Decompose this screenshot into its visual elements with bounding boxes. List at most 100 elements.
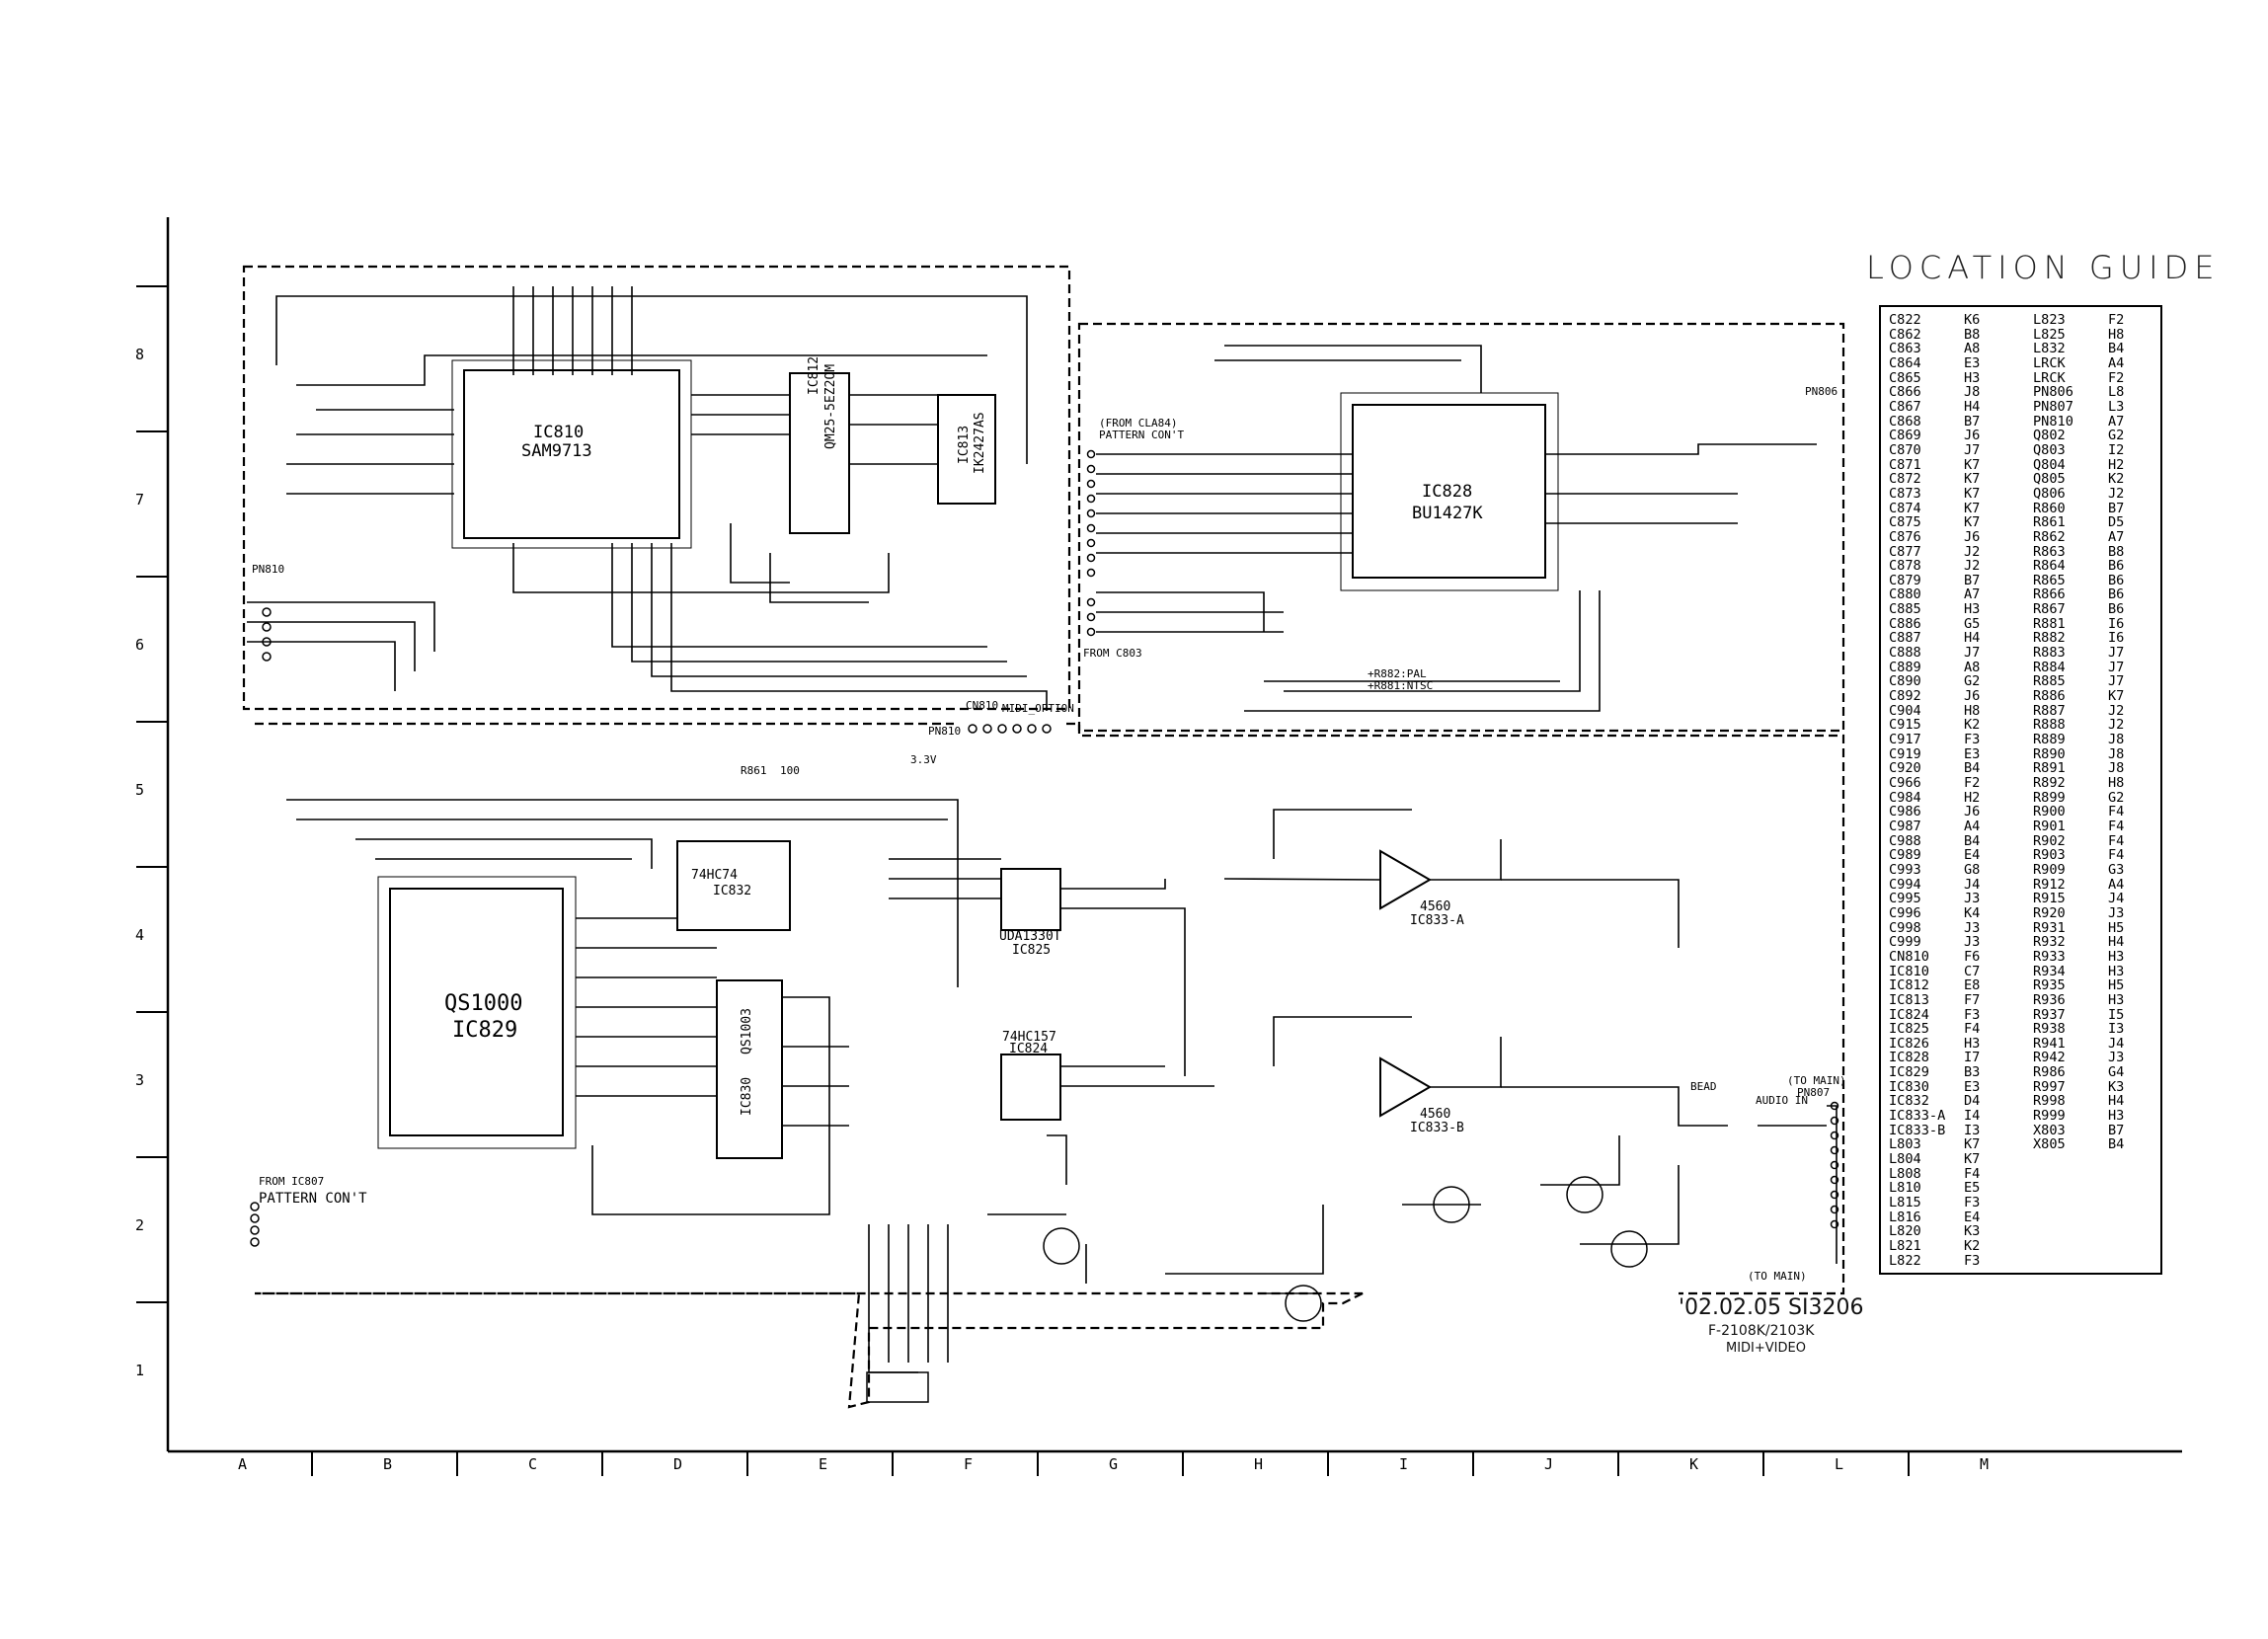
guide-ref: Q802 [2033, 428, 2066, 444]
pn807-label: PN807 [1797, 1086, 1830, 1099]
guide-loc: F2 [1964, 775, 1981, 791]
guide-loc: J7 [2108, 673, 2125, 690]
guide-loc: J6 [1964, 804, 1981, 820]
guide-ref: C866 [1889, 384, 1921, 401]
guide-ref: C892 [1889, 688, 1921, 705]
col-label-e: E [819, 1455, 827, 1473]
guide-ref: C988 [1889, 832, 1921, 849]
guide-ref: L822 [1889, 1252, 1921, 1269]
guide-loc: K7 [2108, 688, 2125, 705]
audio-in-label: AUDIO IN [1756, 1094, 1808, 1107]
ic824-ref: IC824 [1009, 1042, 1048, 1056]
guide-entry: R941 J4 [2033, 1037, 2171, 1052]
guide-entry: C988 B4 [1889, 832, 2027, 849]
guide-loc: K7 [1964, 456, 1981, 473]
cn810-label: CN810 [966, 699, 998, 712]
ic829-part: QS1000 [444, 991, 522, 1016]
guide-loc: G3 [2108, 861, 2125, 878]
ic833a-part: 4560 [1420, 899, 1450, 914]
guide-ref: R932 [2033, 934, 2066, 951]
guide-loc: H3 [2108, 991, 2125, 1008]
guide-loc: I5 [2108, 1006, 2125, 1023]
guide-loc: H3 [2108, 963, 2125, 979]
guide-ref: C876 [1889, 528, 1921, 545]
guide-ref: R933 [2033, 948, 2066, 965]
guide-ref: C986 [1889, 804, 1921, 820]
guide-loc: B7 [1964, 413, 1981, 429]
guide-ref: X805 [2033, 1136, 2066, 1153]
guide-ref: R937 [2033, 1006, 2066, 1023]
guide-ref: R861 [2033, 514, 2066, 531]
guide-ref: L810 [1889, 1180, 1921, 1197]
guide-ref: C875 [1889, 514, 1921, 531]
guide-loc: K2 [1964, 1238, 1981, 1254]
guide-ref: C888 [1889, 645, 1921, 662]
guide-loc: K7 [1964, 471, 1981, 488]
guide-loc: J2 [1964, 558, 1981, 575]
guide-loc: H8 [2108, 326, 2125, 343]
guide-ref: C904 [1889, 702, 1921, 719]
guide-loc: J6 [1964, 428, 1981, 444]
col-label-h: H [1254, 1455, 1263, 1473]
guide-entry: R886 K7 [2033, 689, 2171, 704]
guide-ref: R887 [2033, 702, 2066, 719]
guide-ref: PN807 [2033, 398, 2073, 415]
guide-loc: J4 [2108, 1035, 2125, 1052]
guide-ref: IC826 [1889, 1035, 1929, 1052]
guide-loc: A7 [1964, 586, 1981, 603]
guide-loc: A7 [2108, 528, 2125, 545]
guide-loc: K2 [2108, 471, 2125, 488]
col-label-m: M [1980, 1455, 1989, 1473]
guide-ref: R941 [2033, 1035, 2066, 1052]
guide-ref: R903 [2033, 847, 2066, 864]
guide-loc: G2 [2108, 789, 2125, 806]
guide-ref: C863 [1889, 341, 1921, 357]
ic832-ref: IC832 [713, 884, 751, 898]
guide-ref: R889 [2033, 732, 2066, 748]
guide-loc: J2 [1964, 543, 1981, 560]
guide-ref: IC829 [1889, 1064, 1929, 1081]
guide-ref: CN810 [1889, 948, 1929, 965]
guide-ref: C890 [1889, 673, 1921, 690]
ic825-part: UDA1330T [999, 929, 1061, 944]
guide-ref: R902 [2033, 832, 2066, 849]
guide-loc: I3 [2108, 1021, 2125, 1038]
guide-ref: IC830 [1889, 1078, 1929, 1095]
guide-loc: B4 [1964, 832, 1981, 849]
guide-loc: J8 [2108, 760, 2125, 777]
to-main-top-label: (TO MAIN) [1787, 1074, 1846, 1087]
guide-ref: R886 [2033, 688, 2066, 705]
guide-ref: R866 [2033, 586, 2066, 603]
